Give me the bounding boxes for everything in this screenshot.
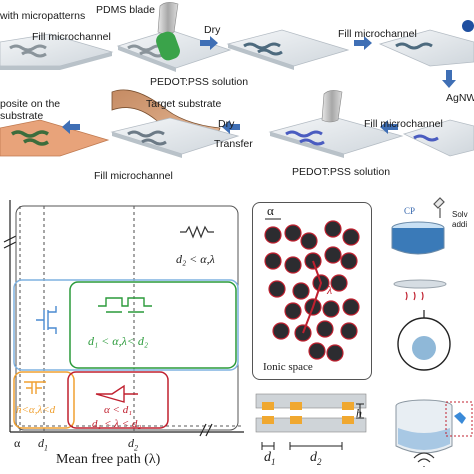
x-axis-title: Mean free path (λ) xyxy=(56,452,161,467)
transfer-label: Transfer xyxy=(214,138,253,150)
substrate-slab-1 xyxy=(0,33,114,70)
alpha-label: α xyxy=(267,203,274,218)
fill-microchannel-label-2: Fill microchannel xyxy=(338,28,417,40)
region-orange xyxy=(13,371,75,429)
cond-red-line-1: α < d₁ xyxy=(104,404,133,416)
transistor-icon-blue xyxy=(36,306,57,334)
fill-microchannel-label-4: Fill microchannel xyxy=(364,118,443,130)
tick-d2: d2 xyxy=(128,436,138,452)
process-illustration xyxy=(0,2,474,158)
composite-slab xyxy=(0,119,110,157)
arrow-down-1 xyxy=(442,70,456,88)
arrow-right-1 xyxy=(200,36,218,50)
tick-alpha: α xyxy=(14,436,21,450)
d1-sub: 1 xyxy=(271,456,276,467)
cond-green-label: d₁ < α,λ< d₂ xyxy=(88,334,148,349)
substrate-slab-5 xyxy=(110,117,240,158)
regime-diagram: d₂ < α,λ d₁ < α,λ< d₂ h<α,λ<d α < d₁ d₁ … xyxy=(0,196,248,474)
solvent-label: Solv xyxy=(452,210,468,219)
h-label: h xyxy=(356,406,362,420)
tick-d1: d1 xyxy=(38,436,48,452)
fill-microchannel-label-3: Fill microchannel xyxy=(94,170,173,182)
pedot-pss-label-1: PEDOT:PSS solution xyxy=(150,76,249,88)
synthesis-panel: CP Solv addi xyxy=(384,196,474,474)
dry-label-1: Dry xyxy=(204,24,221,36)
tick-d2-main: d xyxy=(128,436,134,450)
d2-sub: 2 xyxy=(317,456,322,467)
ionic-particles xyxy=(264,220,360,362)
tick-d2-sub: 2 xyxy=(134,443,138,453)
magnified-circle-icon xyxy=(397,310,451,371)
additive-label: addi xyxy=(452,220,468,229)
tick-d1-sub: 1 xyxy=(44,443,48,453)
region-blue xyxy=(13,279,239,371)
target-substrate-label: Target substrate xyxy=(146,98,222,110)
dry-label-2: Dry xyxy=(218,118,235,130)
fabrication-process-panel: with micropatterns PDMS blade Fill micro… xyxy=(0,0,474,190)
pdms-blade-label: PDMS blade xyxy=(96,4,155,16)
arrow-left-1 xyxy=(380,120,398,134)
d1-label: d1 xyxy=(264,450,276,467)
pdms-blade-icon xyxy=(156,2,180,61)
cond-green-part-2: ₁ < α,λ< d xyxy=(94,334,144,348)
solution-bath-icon xyxy=(395,399,473,454)
hotplate-icon xyxy=(393,279,447,301)
arrow-left-3 xyxy=(62,120,80,134)
agnw-label: AgNW xyxy=(446,92,474,104)
pipette-icon xyxy=(433,197,445,218)
d2-label: d2 xyxy=(310,450,322,467)
pedot-pss-label-2: PEDOT:PSS solution xyxy=(292,166,391,178)
cond-orange-label: h<α,λ<d xyxy=(16,404,56,416)
composite-label-2: substrate xyxy=(0,110,44,122)
lambda-label: λ xyxy=(327,283,333,297)
cp-label: CP xyxy=(404,206,416,216)
beaker-icon xyxy=(391,221,445,255)
ionic-space-caption: Ionic space xyxy=(263,361,313,373)
capacitor-icon xyxy=(24,381,46,394)
resistor-icon xyxy=(180,225,214,239)
with-micropatterns-label: with micropatterns xyxy=(0,10,86,22)
cond-top-label: d₂ < α,λ xyxy=(176,252,215,266)
diode-icon xyxy=(95,384,138,403)
substrate-slab-6 xyxy=(268,90,404,158)
wifi-icon xyxy=(413,452,435,467)
y-axis-break-icon xyxy=(3,235,17,249)
substrate-slab-7 xyxy=(402,119,474,157)
d2-main: d xyxy=(310,450,317,465)
substrate-slab-3 xyxy=(226,29,350,70)
arrow-right-2 xyxy=(354,36,372,50)
region-red xyxy=(67,371,169,429)
transistor-icon-green xyxy=(98,297,152,313)
composite-label-1: posite on the xyxy=(0,98,61,110)
cond-green-part-1: d xyxy=(88,334,94,348)
d1-main: d xyxy=(264,450,271,465)
region-green xyxy=(69,281,237,369)
lambda-path xyxy=(302,260,323,334)
tick-d1-main: d xyxy=(38,436,44,450)
channel-panel: h d1 d2 xyxy=(252,388,372,474)
ionic-space-panel: α λ Ionic space xyxy=(252,202,372,380)
fill-microchannel-label-1: Fill microchannel xyxy=(32,31,111,43)
substrate-slab-4 xyxy=(378,20,474,67)
arrow-left-2 xyxy=(222,120,240,134)
cond-red-line-2: d₁ < λ < d₂ xyxy=(92,418,142,430)
cond-green-part-3: ₂ xyxy=(143,334,149,348)
region-top xyxy=(15,205,239,431)
process-arrows xyxy=(62,36,456,134)
